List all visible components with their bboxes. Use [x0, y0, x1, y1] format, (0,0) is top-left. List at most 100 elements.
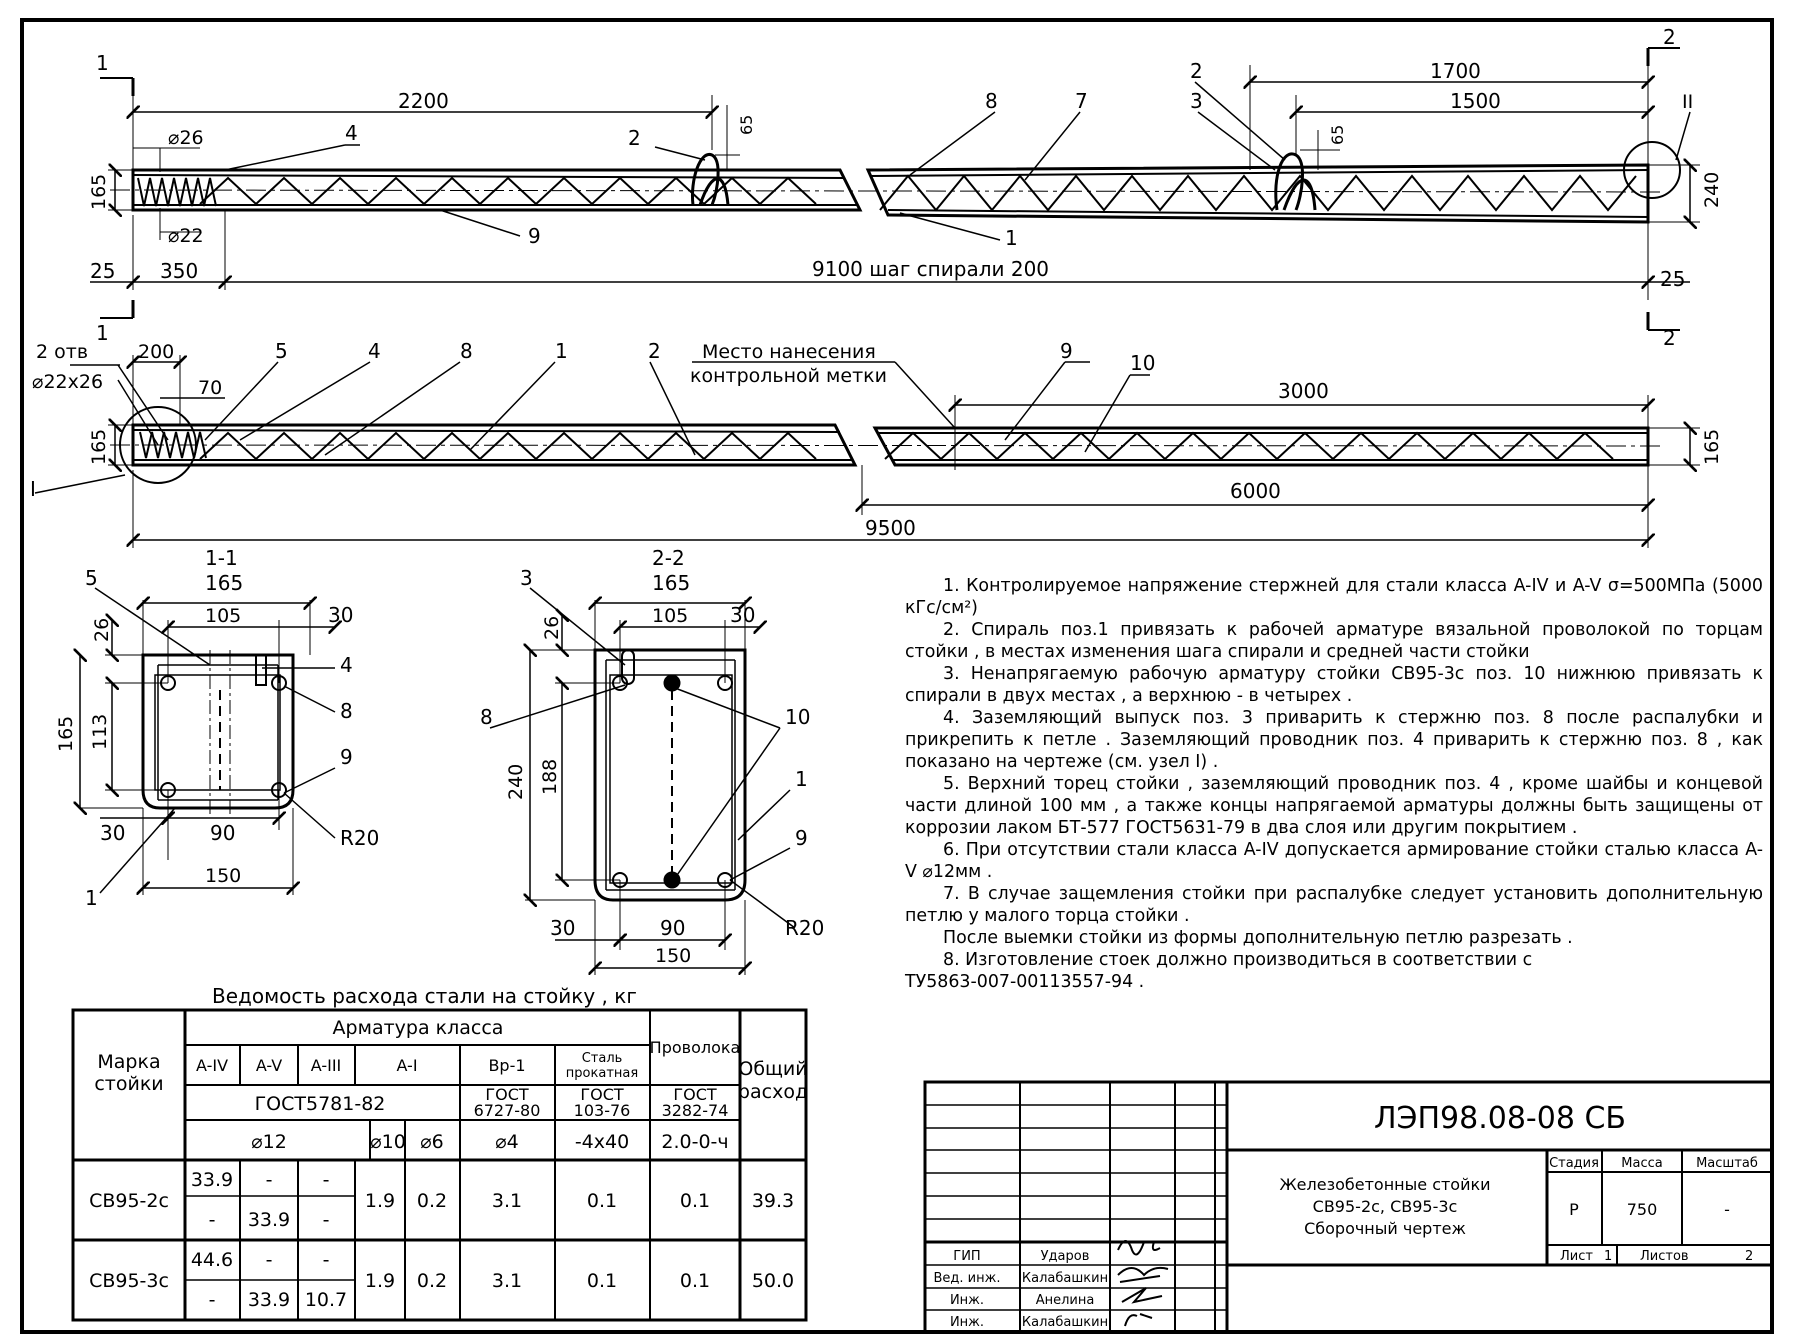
pos-5-bottom: 5	[275, 339, 288, 363]
dim-165-top: 165	[88, 174, 110, 210]
drawing-frame	[20, 18, 1774, 1334]
th-size-wire: 2.0-0-ч	[661, 1131, 728, 1153]
dim-25-left: 25	[90, 259, 115, 283]
title-block-grid	[923, 1080, 1774, 1334]
dim-65-left: 65	[737, 115, 756, 135]
th-a4: A-IV	[196, 1056, 228, 1075]
section-2-2-title: 2-2	[652, 546, 685, 570]
stage-value: Р	[1569, 1200, 1579, 1219]
section-mark-2-bottom: 2	[1663, 326, 1676, 350]
s2-dim-240: 240	[505, 764, 527, 800]
dim-2200: 2200	[398, 89, 449, 113]
row-2-a5-2: 33.9	[248, 1289, 290, 1311]
role-2: Вед. инж.	[934, 1271, 1001, 1286]
note-5: 5. Верхний торец стойки , заземляющий пр…	[905, 774, 1763, 838]
steel-table-grid	[71, 1008, 808, 1322]
dim-70: 70	[198, 377, 222, 399]
pos-1-bottom: 1	[555, 339, 568, 363]
s1-pos-1: 1	[85, 886, 98, 910]
pos-8-bottom: 8	[460, 339, 473, 363]
row-1-a4-1: 33.9	[191, 1169, 233, 1191]
sheet-label: Лист	[1560, 1249, 1593, 1264]
pos-2-bottom: 2	[648, 339, 661, 363]
dim-165-bottom-right: 165	[1701, 429, 1723, 465]
pos-1-top: 1	[1005, 226, 1018, 250]
steel-table-title: Ведомость расхода стали на стойку , кг	[212, 984, 637, 1008]
th-armature: Арматура класса	[333, 1017, 504, 1039]
th-steel-2: прокатная	[566, 1066, 638, 1081]
s1-dim-165-top: 165	[205, 571, 243, 595]
node-I-label: I	[30, 477, 36, 501]
pos-4-top: 4	[345, 121, 358, 145]
dim-3000: 3000	[1278, 379, 1329, 403]
doc-name-1: Железобетонные стойки	[1279, 1175, 1490, 1194]
row-2-a5-1: -	[266, 1249, 273, 1271]
note-2: 2. Спираль поз.1 привязать к рабочей арм…	[905, 620, 1763, 662]
dim-200: 200	[138, 341, 174, 363]
mark-place-label-1: Место нанесения	[702, 341, 876, 363]
person-2: Калабашкин	[1022, 1271, 1108, 1286]
s2-dim-105: 105	[652, 605, 688, 627]
s2-dim-150: 150	[655, 945, 691, 967]
h-mass: Масса	[1621, 1156, 1662, 1171]
s2-pos-3: 3	[520, 566, 533, 590]
labels-section-2-2: 2-2 165 105 30 26 240 188 30 90 150 R20 …	[480, 546, 824, 967]
row-1-a4-2: -	[209, 1209, 216, 1231]
row-1-a3-2: -	[323, 1209, 330, 1231]
dim-165-bottom-left: 165	[88, 429, 110, 465]
dim-1700: 1700	[1430, 59, 1481, 83]
note-4: 4. Заземляющий выпуск поз. 3 приварить к…	[905, 708, 1763, 772]
row-1-a1-10: 1.9	[365, 1190, 395, 1212]
labels-bottom: 2 отв ⌀22x26 200 70 165 165 Место нанесе…	[30, 339, 1723, 540]
th-size-10: ⌀10	[370, 1131, 406, 1153]
th-a1: A-I	[396, 1056, 417, 1075]
th-size-4x40: -4x40	[575, 1131, 629, 1153]
row-1-a1-6: 0.2	[417, 1190, 447, 1212]
elevation-bottom	[34, 355, 1700, 548]
th-gost-vr-1: ГОСТ	[485, 1085, 529, 1104]
s1-dim-30-bottom: 30	[100, 821, 125, 845]
pos-2-top-left: 2	[628, 126, 641, 150]
section-1-1-title: 1-1	[205, 546, 238, 570]
scale-value: -	[1724, 1200, 1730, 1219]
elevation-top	[90, 47, 1700, 331]
row-2-a1-10: 1.9	[365, 1270, 395, 1292]
th-gost-wire-1: ГОСТ	[673, 1085, 717, 1104]
row-1-total: 39.3	[752, 1190, 794, 1212]
th-steel-1: Сталь	[582, 1051, 623, 1066]
title-block: ЛЭП98.08-08 СБ Железобетонные стойки СВ9…	[934, 1101, 1758, 1330]
holes-size-label: ⌀22x26	[32, 371, 103, 393]
s2-dim-188: 188	[539, 759, 561, 795]
note-8: 8. Изготовление стоек должно производить…	[943, 950, 1533, 970]
dim-240-top: 240	[1701, 172, 1723, 208]
dim-dia-22: ⌀22	[168, 225, 204, 247]
th-total-2: расход	[738, 1081, 808, 1103]
labels-top: 2200 1700 1500 65 65 165 240 ⌀26 ⌀22 25 …	[88, 25, 1723, 350]
row-2-a3-2: 10.7	[305, 1289, 347, 1311]
steel-table: Ведомость расхода стали на стойку , кг М…	[89, 984, 808, 1311]
dim-350: 350	[160, 259, 198, 283]
person-3: Анелина	[1036, 1293, 1095, 1308]
role-3: Инж.	[950, 1293, 984, 1308]
row-2-a4-1: 44.6	[191, 1249, 233, 1271]
s2-dim-30-bottom: 30	[550, 916, 575, 940]
pos-10-bottom: 10	[1130, 351, 1155, 375]
th-wire: Проволока	[650, 1038, 741, 1057]
row-2-a3-1: -	[323, 1249, 330, 1271]
dim-65-right: 65	[1328, 125, 1347, 145]
th-gost-vr-2: 6727-80	[474, 1101, 541, 1120]
h-stage: Стадия	[1549, 1156, 1599, 1171]
section-1-1	[80, 587, 335, 895]
labels-section-1-1: 1-1 165 105 30 26 165 113 30 90 150 R20 …	[55, 546, 379, 910]
note-3: 3. Ненапрягаемую рабочую арматуру стойки…	[905, 664, 1763, 706]
note-6: 6. При отсутствии стали класса A-IV допу…	[905, 840, 1763, 882]
role-4: Инж.	[950, 1315, 984, 1330]
section-mark-2-top: 2	[1663, 25, 1676, 49]
th-total-1: Общий	[738, 1058, 807, 1080]
pos-8-top: 8	[985, 89, 998, 113]
dim-25-right: 25	[1660, 267, 1685, 291]
row-1-a5-1: -	[266, 1169, 273, 1191]
holes-label: 2 отв	[36, 341, 88, 363]
s2-dim-165-top: 165	[652, 571, 690, 595]
role-1: ГИП	[953, 1249, 980, 1264]
